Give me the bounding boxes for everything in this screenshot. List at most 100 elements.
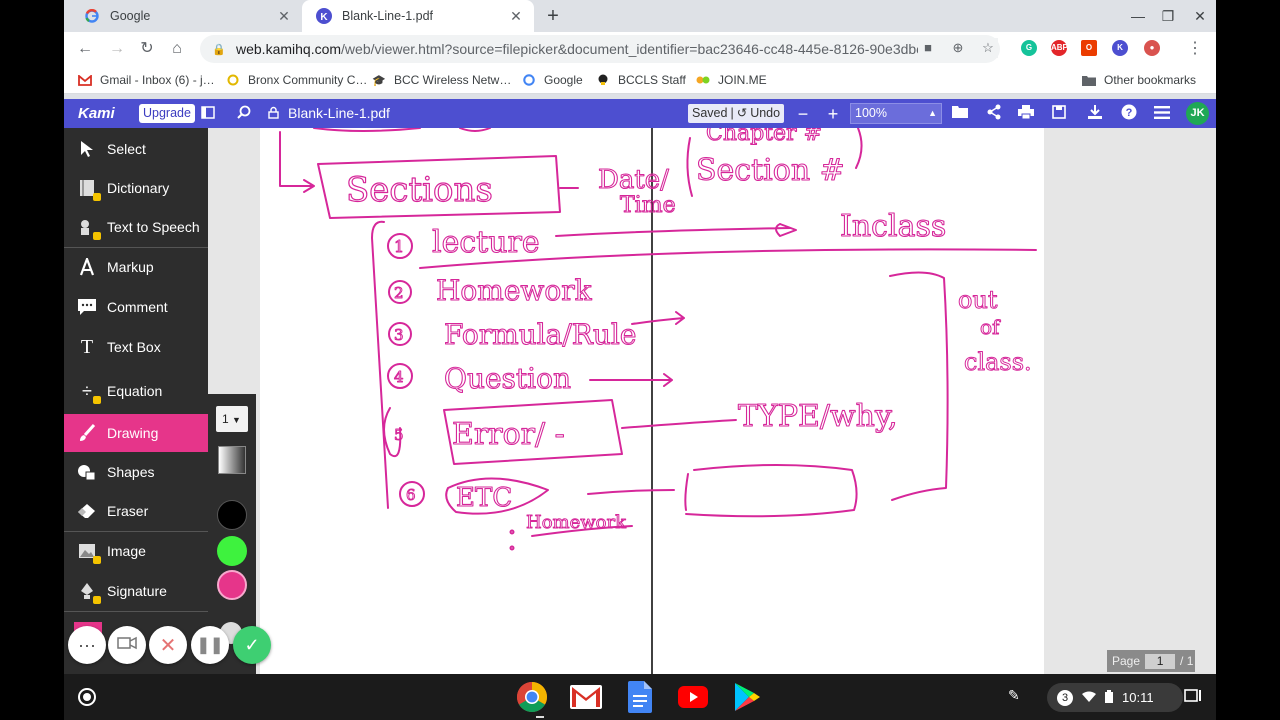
svg-text:out: out [958, 286, 998, 314]
zoom-value: 100% [855, 106, 887, 120]
tool-text-to-speech[interactable]: Text to Speech [64, 208, 208, 246]
help-icon[interactable]: ? [1119, 104, 1139, 124]
undo-icon[interactable]: ↺ [736, 106, 748, 120]
page-number-input[interactable]: 1 [1145, 653, 1176, 669]
save-icon[interactable] [1049, 104, 1069, 124]
other-bookmarks[interactable]: Other bookmarks [1082, 73, 1196, 87]
cursor-icon [76, 138, 98, 160]
print-icon[interactable] [1016, 104, 1036, 124]
sidebar-toggle-icon[interactable] [198, 104, 218, 124]
tool-shapes[interactable]: Shapes [64, 453, 208, 491]
close-window-icon[interactable]: ✕ [1194, 8, 1206, 24]
bookmark-google[interactable]: Google [522, 73, 583, 87]
bookmark-label: JOIN.ME [718, 73, 767, 87]
youtube-icon[interactable] [677, 681, 709, 713]
svg-text:K: K [320, 12, 328, 23]
stroke-size-select[interactable]: 1 ▼ [216, 406, 248, 432]
undo-button[interactable]: Undo [750, 106, 781, 120]
document-title[interactable]: Blank-Line-1.pdf [288, 105, 390, 121]
color-swatch-black[interactable] [217, 500, 247, 530]
search-icon[interactable] [234, 104, 254, 124]
back-icon[interactable]: ← [77, 40, 93, 57]
tool-label: Text Box [107, 339, 161, 355]
adblock-icon[interactable]: ABP [1051, 40, 1068, 56]
tool-signature[interactable]: Signature [64, 572, 208, 610]
screencastify-icon[interactable]: ● [1144, 40, 1160, 56]
svg-text:Question: Question [444, 362, 571, 395]
cancel-recording-button[interactable]: ✕ [149, 626, 187, 664]
launcher-icon[interactable] [78, 688, 96, 706]
more-options-button[interactable]: ··· [68, 626, 106, 664]
chrome-icon[interactable] [516, 681, 548, 713]
bookmark-joinme[interactable]: JOIN.ME [696, 73, 767, 87]
docs-icon[interactable] [624, 681, 656, 713]
zoom-out-icon[interactable]: − [797, 104, 809, 124]
bookmark-label: BCC Wireless Netw… [394, 73, 512, 87]
upgrade-button[interactable]: Upgrade [139, 104, 195, 123]
close-tab-icon[interactable]: ✕ [510, 8, 522, 24]
page-total: / 1 [1180, 654, 1194, 668]
tool-markup[interactable]: Markup [64, 248, 208, 286]
finish-recording-button[interactable]: ✓ [233, 626, 271, 664]
color-swatch-green[interactable] [217, 536, 247, 566]
svg-text:TYPE/why,: TYPE/why, [738, 399, 898, 434]
bookmark-label: Google [544, 73, 583, 87]
color-swatch-pink[interactable] [217, 570, 247, 600]
notification-count: 3 [1057, 689, 1073, 706]
overview-icon[interactable] [1184, 688, 1202, 706]
tool-select[interactable]: Select [64, 130, 208, 168]
play-store-icon[interactable] [731, 681, 763, 713]
zoom-select[interactable]: 100% ▲▼ [850, 103, 942, 137]
tool-sidebar: Select Dictionary Text to Speech Markup … [64, 128, 208, 674]
svg-text:lecture: lecture [432, 225, 540, 260]
tool-eraser[interactable]: Eraser [64, 492, 208, 530]
tool-image[interactable]: Image [64, 532, 208, 570]
install-icon[interactable]: ⊕ [948, 38, 968, 58]
kami-logo: Kami [78, 105, 115, 122]
kami-extension-icon[interactable]: K [1112, 40, 1128, 56]
saved-label: Saved [692, 106, 728, 120]
avatar[interactable]: JK [1186, 102, 1209, 125]
gmail-icon[interactable] [570, 681, 602, 713]
tool-dictionary[interactable]: Dictionary [64, 169, 208, 207]
pause-recording-button[interactable]: ❚❚ [191, 626, 229, 664]
zoom-in-icon[interactable]: + [827, 104, 839, 124]
bookmark-bcc-wireless[interactable]: 🎓 BCC Wireless Netw… [372, 73, 511, 87]
minimize-icon[interactable]: — [1131, 8, 1145, 24]
office-icon[interactable]: O [1081, 40, 1097, 56]
reload-icon[interactable]: ↻ [140, 40, 154, 57]
open-folder-icon[interactable] [951, 104, 971, 124]
opacity-swatch[interactable] [218, 446, 246, 474]
forward-icon[interactable]: → [109, 40, 125, 57]
status-tray[interactable]: 3 10:11 [1047, 683, 1183, 712]
address-bar[interactable]: 🔒 web.kamihq.com/web/viewer.html?source=… [200, 35, 1000, 63]
tab-google[interactable]: Google ✕ [70, 0, 302, 32]
bookmark-bronx[interactable]: Bronx Community C… [226, 73, 367, 87]
tool-drawing[interactable]: Drawing [64, 414, 208, 452]
camera-icon[interactable]: ■ [918, 38, 938, 58]
download-icon[interactable] [1085, 104, 1105, 124]
tool-equation[interactable]: ÷ Equation [64, 372, 208, 410]
close-tab-icon[interactable]: ✕ [278, 8, 290, 24]
bookmark-gmail[interactable]: Gmail - Inbox (6) - j… [78, 73, 215, 87]
text-icon: T [80, 335, 94, 358]
maximize-icon[interactable]: ❐ [1161, 8, 1175, 24]
url-host: web.kamihq.com [236, 41, 342, 57]
new-tab-button[interactable]: + [547, 5, 559, 27]
stylus-icon[interactable]: ✎ [1008, 687, 1020, 703]
tab-active[interactable]: K Blank-Line-1.pdf ✕ [302, 0, 534, 32]
bookmark-bccls[interactable]: BCCLS Staff [596, 73, 686, 87]
hamburger-menu-icon[interactable] [1152, 104, 1172, 124]
svg-text:Sections: Sections [346, 170, 493, 210]
bulb-icon [596, 73, 610, 87]
comment-icon [76, 296, 98, 318]
tool-comment[interactable]: Comment [64, 288, 208, 326]
menu-kebab-icon[interactable]: ⋮ [1187, 40, 1203, 57]
pdf-page[interactable]: Sections Date/ Time Section # Chapter # … [260, 120, 1044, 675]
tool-text-box[interactable]: T Text Box [64, 328, 208, 366]
share-icon[interactable] [984, 104, 1004, 124]
grammarly-icon[interactable]: G [1021, 40, 1037, 56]
camera-toggle-button[interactable] [108, 626, 146, 664]
home-icon[interactable]: ⌂ [172, 40, 182, 57]
star-icon[interactable]: ☆ [978, 38, 998, 58]
